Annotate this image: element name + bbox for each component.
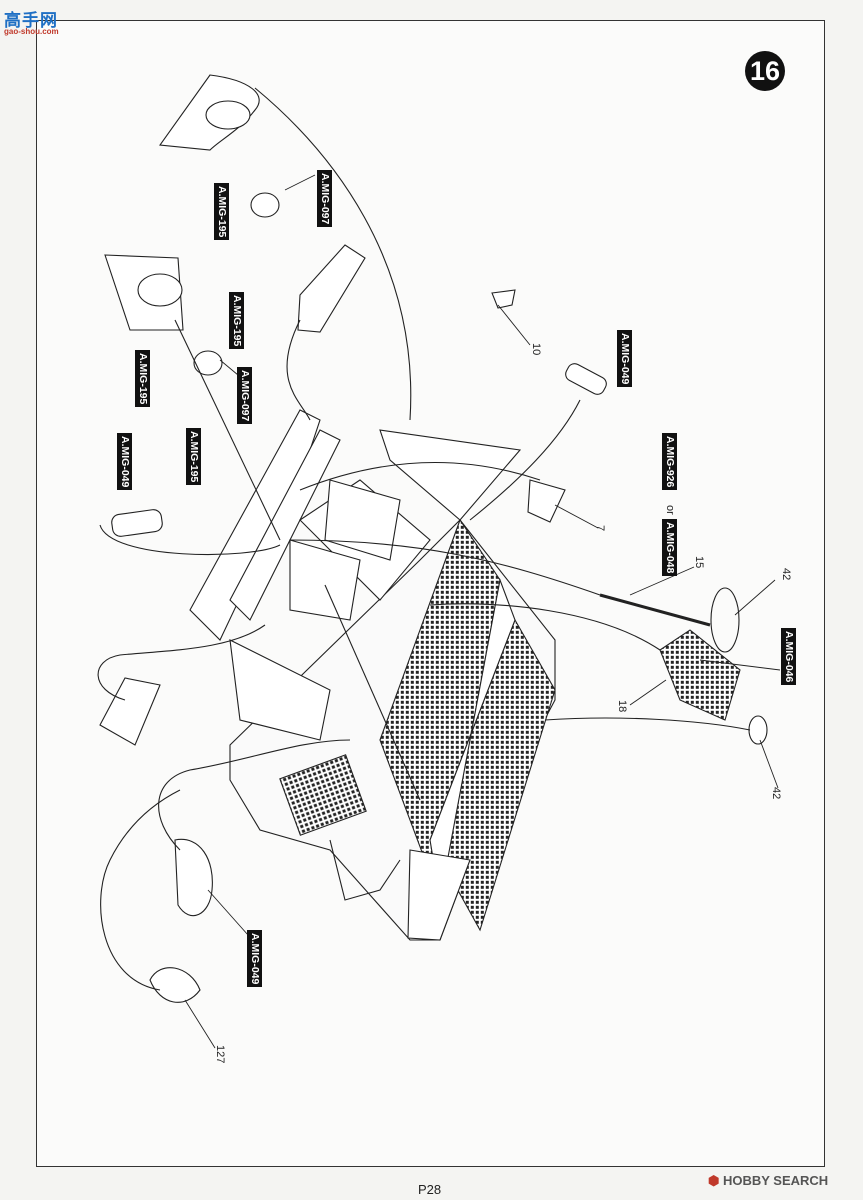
paint-label-mig-046: A.MIG-046 xyxy=(781,628,796,686)
bulkhead xyxy=(379,429,522,521)
box-bottom xyxy=(99,677,161,746)
paint-label-or: or xyxy=(664,505,676,515)
part-number-15: 15 xyxy=(693,556,705,569)
part-number-42-wheel: 42 xyxy=(780,568,792,581)
housing-left-ring xyxy=(137,273,183,307)
lower-skirt xyxy=(329,839,401,901)
paint-label-mig-097-left: A.MIG-097 xyxy=(237,367,252,425)
grille xyxy=(279,754,367,836)
hobby-search-text: HOBBY SEARCH xyxy=(722,1173,829,1188)
frame-rail xyxy=(189,409,321,641)
steering-wheel xyxy=(710,587,740,653)
rear-plate xyxy=(407,849,471,941)
paint-label-mig-195-left-a: A.MIG-195 xyxy=(229,292,244,350)
watermark-hobby-search: ⬢ HOBBY SEARCH xyxy=(708,1173,828,1189)
part-number-42-disk: 42 xyxy=(770,787,782,800)
bulb-left xyxy=(193,350,223,376)
paint-label-mig-048: A.MIG-048 xyxy=(662,519,677,577)
pedal-18 xyxy=(659,629,741,721)
hobby-search-logo-icon: ⬢ xyxy=(708,1173,723,1188)
watermark-gaoshou: 高手网 xyxy=(4,11,58,30)
paint-label-mig-195-left-b: A.MIG-195 xyxy=(135,350,150,408)
paint-label-mig-049-cylinder: A.MIG-049 xyxy=(117,433,132,491)
disk-42 xyxy=(748,715,768,745)
part-number-18: 18 xyxy=(616,700,628,713)
seat-box xyxy=(289,539,361,621)
page-number: P28 xyxy=(418,1182,442,1197)
part-number-127: 127 xyxy=(214,1045,226,1064)
dash-box xyxy=(324,479,401,561)
paint-label-mig-195-top: A.MIG-195 xyxy=(214,183,229,241)
rod-15 xyxy=(599,593,711,627)
lower-front xyxy=(229,639,331,741)
paint-label-mig-195-cylinder: A.MIG-195 xyxy=(186,428,201,486)
clip-10 xyxy=(491,289,516,309)
lamp-housing xyxy=(174,838,213,917)
part-number-7: 7 xyxy=(594,525,606,532)
box-top xyxy=(297,244,366,333)
bracket-7 xyxy=(527,479,566,523)
bulb-upper xyxy=(250,192,280,218)
housing-upper-ring xyxy=(205,100,251,130)
paint-label-mig-049-lamp: A.MIG-049 xyxy=(247,930,262,988)
lens-127 xyxy=(149,967,201,1003)
cylinder-right xyxy=(565,363,607,395)
frame-rail-inner xyxy=(229,429,341,621)
watermark-gaoshou-url: gao-shou.com xyxy=(4,27,59,36)
paint-label-mig-097-top: A.MIG-097 xyxy=(317,170,332,228)
paint-label-mig-049-right: A.MIG-049 xyxy=(617,330,632,388)
step-number-badge: 16 xyxy=(745,51,785,91)
cylinder-left xyxy=(111,509,163,537)
paint-label-mig-926: A.MIG-926 xyxy=(662,433,677,491)
part-number-10: 10 xyxy=(530,343,542,356)
